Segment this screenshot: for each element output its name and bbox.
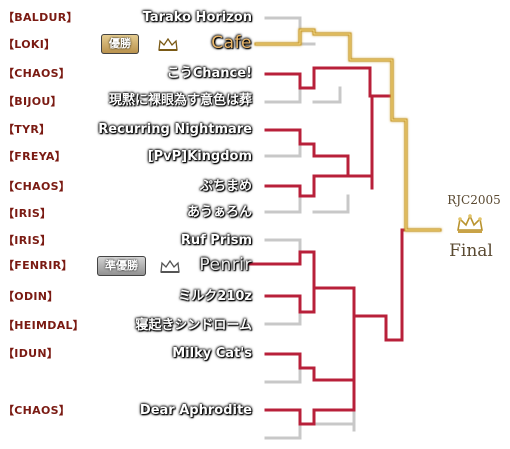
team-name-7: ぷちまめ (199, 179, 252, 194)
bracket-line-r3-mid (370, 94, 388, 190)
server-tag-1: 【BALDUR】 (3, 11, 78, 24)
team-name-6: [PvP]Kingdom (147, 149, 252, 164)
bracket-line-chance (264, 66, 316, 90)
bracket-line-odin (264, 286, 316, 314)
bracket-line-chaos-b (264, 174, 374, 198)
server-tag-10: 【FENRIR】 (3, 259, 73, 272)
bracket-line-aphrodite (264, 378, 356, 426)
server-tag-6: 【FREYA】 (3, 150, 67, 163)
winner-crown-icon (158, 38, 178, 51)
team-name-11: ミルク210z (178, 289, 252, 304)
bracket-line-heimdal (264, 310, 302, 326)
bracket-line-idun (264, 352, 316, 382)
bracket-line-champion-highlight (255, 29, 441, 231)
server-tag-3: 【CHAOS】 (3, 67, 71, 80)
team-name-5: Recurring Nightmare (98, 122, 252, 137)
bracket-line-tarako (264, 16, 302, 34)
team-name-2: Cafe (211, 33, 252, 53)
final-crown-icon (457, 214, 483, 233)
team-name-14: Dear Aphrodite (139, 403, 252, 418)
bracket-line-tyr (264, 128, 350, 178)
bracket-line-extra-a (264, 366, 302, 384)
server-tag-13: 【IDUN】 (3, 347, 59, 360)
bracket-line-r3-lower-a (312, 286, 356, 318)
team-name-13: Milky Cat's (172, 346, 252, 361)
team-name-3: こうChance! (166, 66, 252, 81)
bracket-line-penrir (248, 250, 316, 290)
bracket-line-r2-lower-c (312, 408, 356, 426)
team-name-10: Penrir (199, 255, 252, 275)
server-tag-8: 【IRIS】 (3, 207, 52, 220)
runner-up-badge: 準優勝 (97, 256, 146, 276)
team-name-1: Tarako Horizon (142, 10, 252, 25)
bracket-line-ruf (264, 238, 302, 254)
tournament-label: RJC2005 (447, 193, 501, 207)
final-label: Final (449, 241, 493, 261)
team-name-4: 現黙に裸眼為す意色は葬 (108, 93, 252, 108)
bracket-line-r3-upper (312, 66, 372, 98)
runner-up-crown-icon (160, 260, 180, 273)
server-tag-9: 【IRIS】 (3, 234, 52, 247)
server-tag-12: 【HEIMDAL】 (3, 319, 85, 332)
team-name-9: Ruf Prism (180, 233, 252, 248)
server-tag-14: 【CHAOS】 (3, 404, 71, 417)
server-tag-2: 【LOKI】 (3, 38, 56, 51)
bracket-line-freya (264, 142, 302, 158)
bracket-line-iris-a (264, 194, 302, 214)
server-tag-11: 【ODIN】 (3, 290, 59, 303)
team-name-12: 寝起きシンドローム (135, 318, 252, 333)
bracket-line-r2-lower-a (312, 86, 342, 104)
team-name-8: あうぁろん (186, 205, 252, 220)
bracket-line-r2-lower-b (312, 194, 350, 214)
bracket-line-bijou (264, 86, 302, 104)
bracket-line-semi-lower (384, 228, 422, 342)
bracket-line-r3-lower-b (312, 314, 388, 382)
server-tag-5: 【TYR】 (3, 123, 51, 136)
bracket-line-extra-b (264, 422, 302, 440)
server-tag-7: 【CHAOS】 (3, 180, 71, 193)
server-tag-4: 【BIJOU】 (3, 95, 62, 108)
winner-badge: 優勝 (101, 34, 139, 54)
